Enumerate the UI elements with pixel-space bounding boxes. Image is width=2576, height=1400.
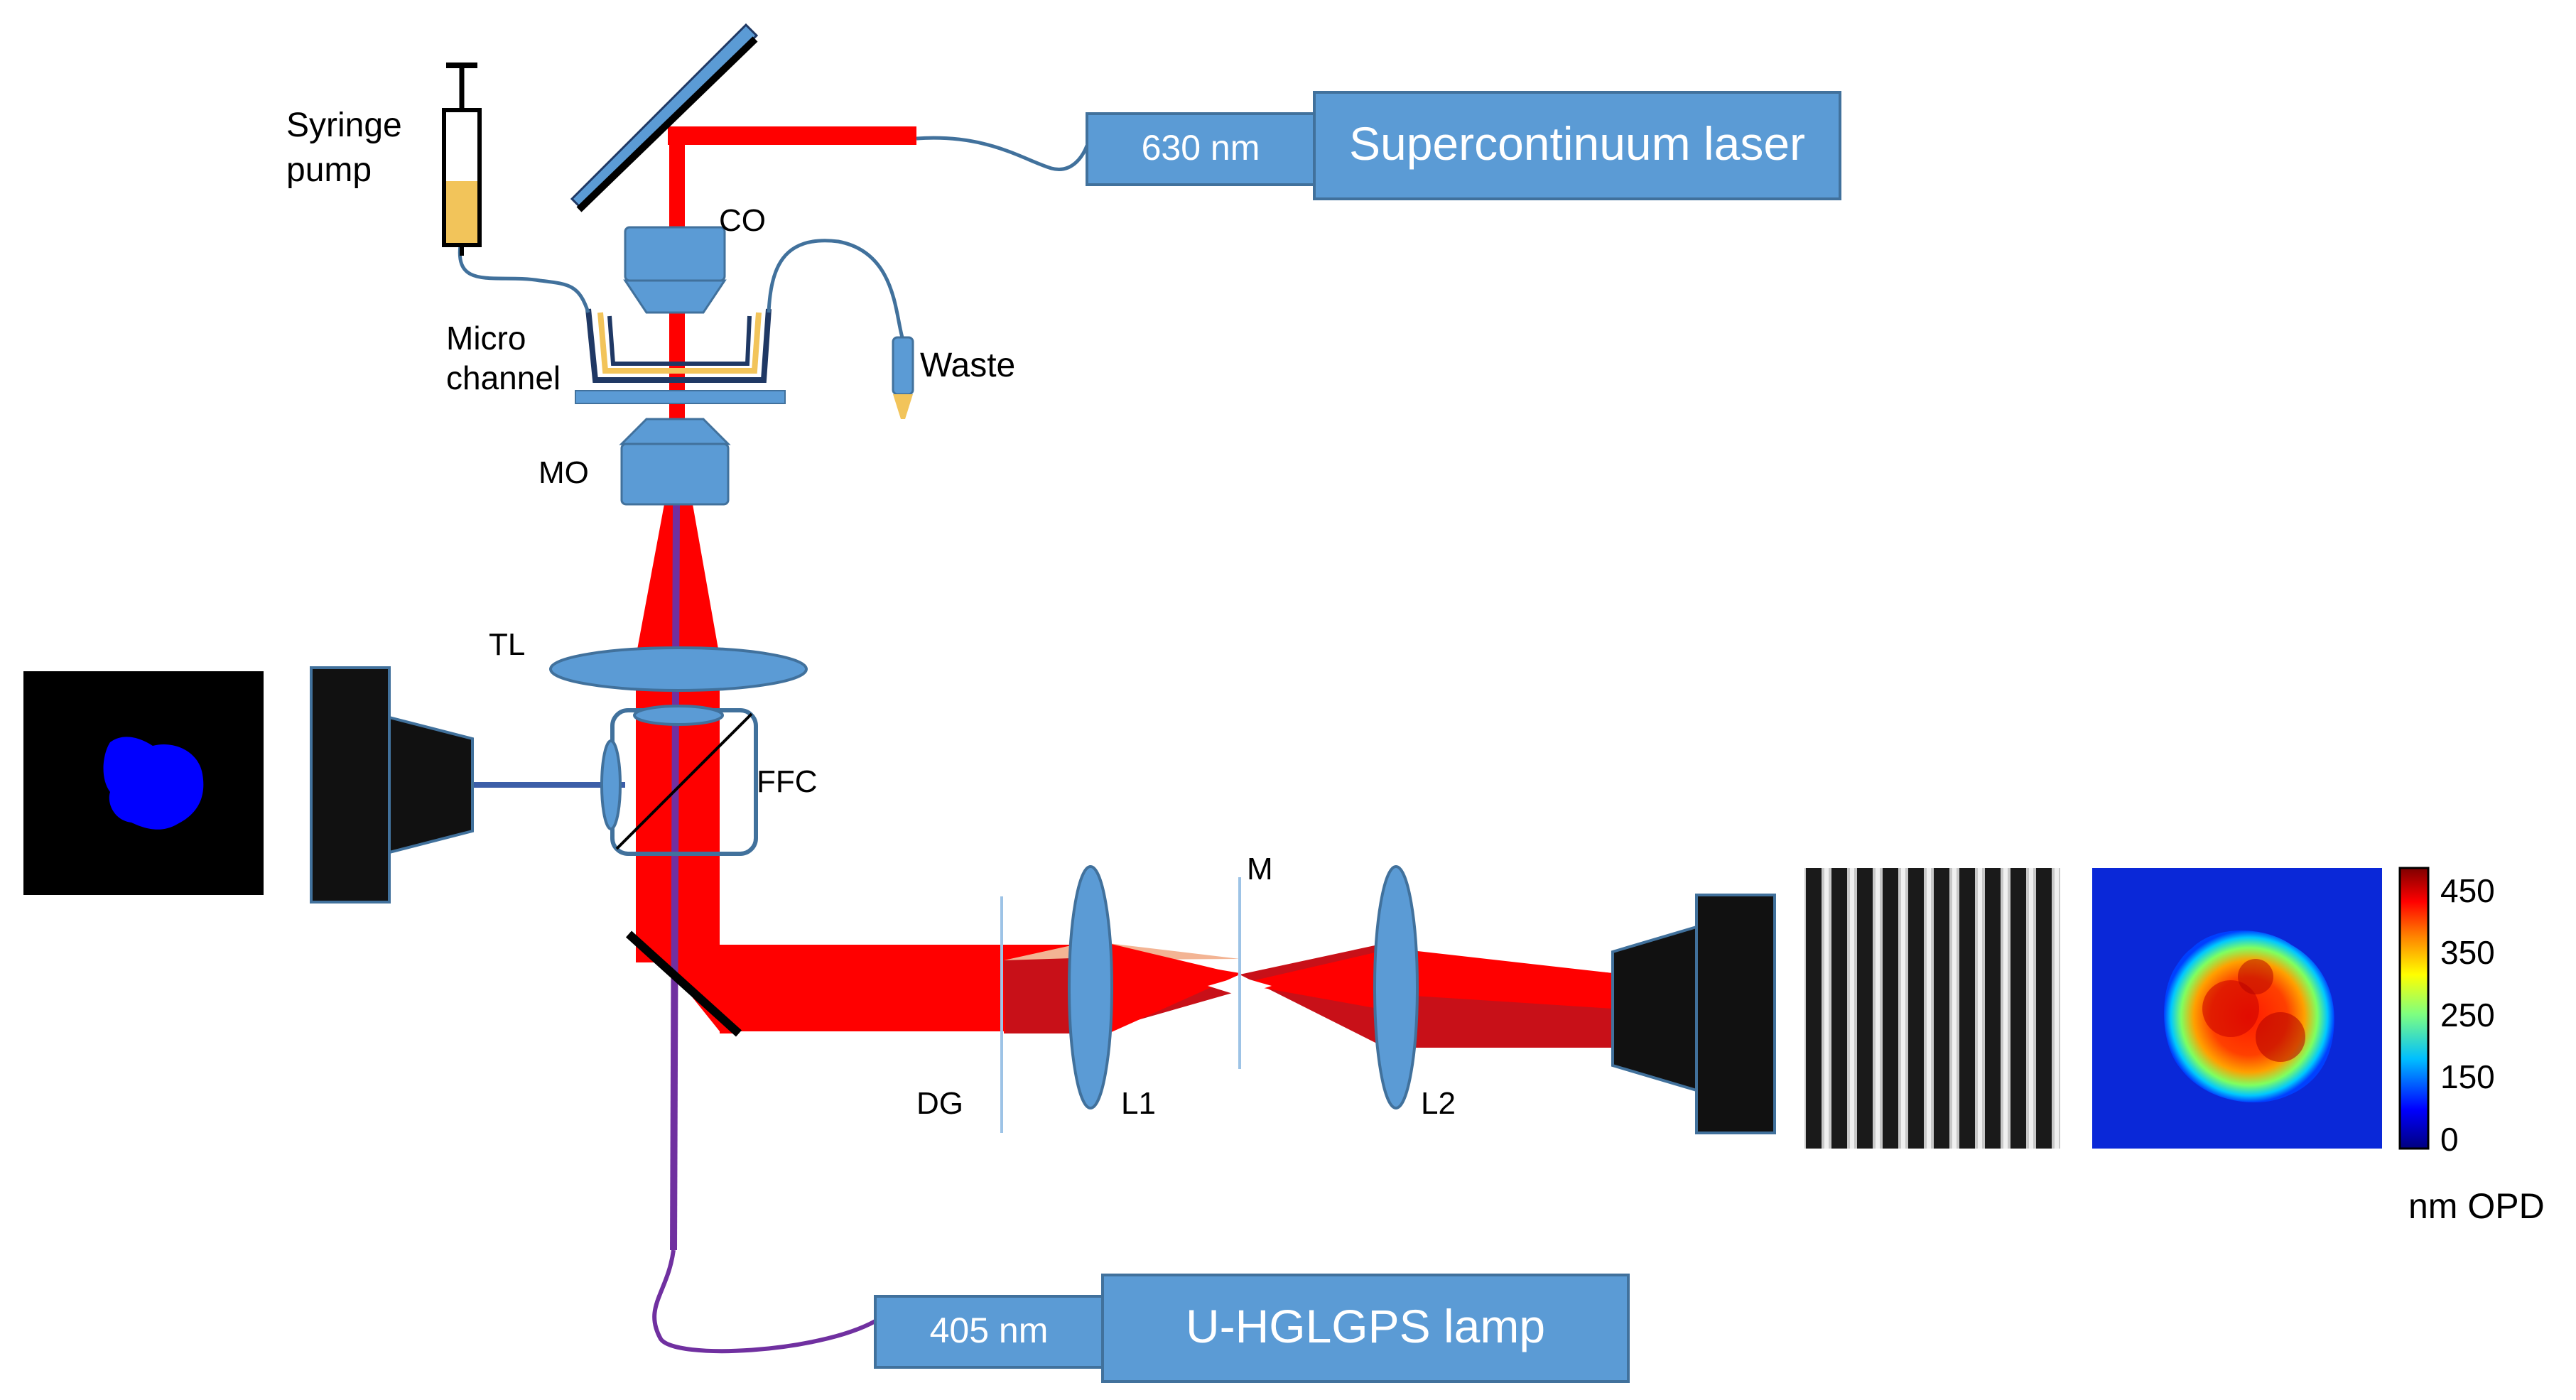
mo-label: MO bbox=[539, 455, 589, 490]
waste-label: Waste bbox=[920, 347, 1015, 384]
channel-outer-wall bbox=[585, 308, 772, 383]
interferogram-image bbox=[1804, 868, 2060, 1149]
syringe-pump-label-line1: Syringe bbox=[286, 107, 402, 144]
syringe-pump-label-line2: pump bbox=[286, 151, 372, 189]
channel-inner-wall bbox=[607, 315, 752, 366]
colorbar-unit-label: nm OPD bbox=[2408, 1186, 2545, 1226]
phase-map bbox=[2092, 868, 2382, 1149]
laser-beam-path bbox=[636, 126, 1613, 1048]
ffc-label: FFC bbox=[757, 764, 818, 799]
tl-label: TL bbox=[489, 627, 525, 662]
top-mirror bbox=[570, 23, 759, 212]
l1-label: L1 bbox=[1121, 1086, 1156, 1121]
colorbar-tick-450: 450 bbox=[2440, 872, 2495, 909]
ffc-dichroic bbox=[615, 712, 753, 850]
lamp-body-box bbox=[1101, 1274, 1630, 1383]
uhglgps-lamp: 405 nm U-HGLGPS lamp bbox=[874, 1274, 1630, 1383]
m-label: M bbox=[1247, 852, 1273, 886]
lamp-name-label: U-HGLGPS lamp bbox=[1186, 1300, 1545, 1352]
laser-fiber bbox=[916, 136, 1089, 171]
co-label: CO bbox=[719, 203, 766, 238]
channel-fluid bbox=[597, 312, 762, 374]
condenser-body bbox=[624, 226, 726, 282]
phase-hotspot-2 bbox=[2256, 1012, 2305, 1062]
ffc-emission-filter-top bbox=[633, 705, 724, 726]
objective-tip bbox=[619, 418, 731, 445]
lamp-fiber bbox=[652, 1249, 877, 1354]
phase-hotspot-1 bbox=[2202, 980, 2259, 1037]
camera-icon bbox=[310, 666, 474, 904]
beam-converge bbox=[1108, 943, 1240, 1033]
laser-beam-horizontal bbox=[668, 126, 916, 145]
colorbar: 450 350 250 150 0 nm OPD bbox=[2398, 867, 2545, 1226]
lamp-wavelength-label: 405 nm bbox=[930, 1311, 1049, 1350]
colorbar-scale bbox=[2398, 867, 2430, 1150]
top-mirror-glass bbox=[570, 23, 759, 212]
laser-beam-vertical bbox=[669, 126, 685, 510]
qpi-camera-lens bbox=[1611, 925, 1698, 1092]
micro-channel bbox=[575, 308, 786, 404]
tube-lens bbox=[549, 646, 808, 692]
inlet-tubing bbox=[458, 244, 590, 313]
lens-l1 bbox=[1068, 865, 1113, 1109]
colorbar-tick-0: 0 bbox=[2440, 1121, 2459, 1158]
beam-diverge-red bbox=[1240, 952, 1378, 1009]
laser-wavelength-box bbox=[1086, 112, 1316, 186]
pipette-tip bbox=[893, 394, 913, 419]
fluor-cell-blob bbox=[103, 737, 204, 830]
beam-to-camera-red bbox=[1392, 948, 1613, 1009]
colorbar-tick-150: 150 bbox=[2440, 1058, 2495, 1095]
fluor-camera-body bbox=[310, 666, 391, 904]
top-mirror-backing bbox=[576, 36, 758, 212]
laser-wavelength-label: 630 nm bbox=[1142, 128, 1260, 168]
camera-icon bbox=[1611, 894, 1776, 1134]
micro-channel-label-line2: channel bbox=[446, 359, 561, 396]
objective-body bbox=[620, 443, 730, 506]
ffc-emission-filter-side bbox=[600, 739, 622, 830]
fluor-camera-lens bbox=[388, 715, 474, 854]
laser-body-box bbox=[1313, 91, 1841, 200]
colorbar-tick-250: 250 bbox=[2440, 997, 2495, 1033]
filter-cube bbox=[600, 705, 758, 856]
excitation-beam bbox=[670, 504, 680, 1251]
collimated-beam-horizontal bbox=[720, 945, 1004, 1031]
laser-fiber-cable bbox=[916, 136, 1089, 171]
syringe-icon bbox=[442, 63, 482, 256]
qpi-camera-body bbox=[1695, 894, 1776, 1134]
dg-label: DG bbox=[916, 1086, 963, 1121]
colorbar-tick-350: 350 bbox=[2440, 934, 2495, 971]
condenser-tip bbox=[623, 279, 727, 314]
fold-mirror bbox=[625, 930, 742, 1037]
fluorescence-image bbox=[23, 671, 264, 895]
beam-corner-fill bbox=[661, 927, 739, 1033]
micro-channel-label-line1: Micro bbox=[446, 320, 526, 357]
lens-l2 bbox=[1373, 865, 1419, 1109]
pipette-body bbox=[892, 336, 914, 396]
phase-hotspot-3 bbox=[2238, 959, 2273, 994]
pipette-icon bbox=[892, 336, 914, 419]
laser-name-label: Supercontinuum laser bbox=[1349, 117, 1805, 170]
microscope-objective bbox=[619, 418, 731, 506]
condenser-objective bbox=[623, 226, 727, 314]
outlet-tubing bbox=[767, 239, 904, 338]
lamp-wavelength-box bbox=[874, 1295, 1104, 1369]
syringe-fluid bbox=[446, 181, 477, 243]
channel-stage-plate bbox=[575, 390, 786, 404]
fluorescence-path bbox=[472, 504, 877, 1354]
supercontinuum-laser: 630 nm Supercontinuum laser bbox=[1086, 91, 1841, 200]
l2-label: L2 bbox=[1421, 1086, 1456, 1121]
